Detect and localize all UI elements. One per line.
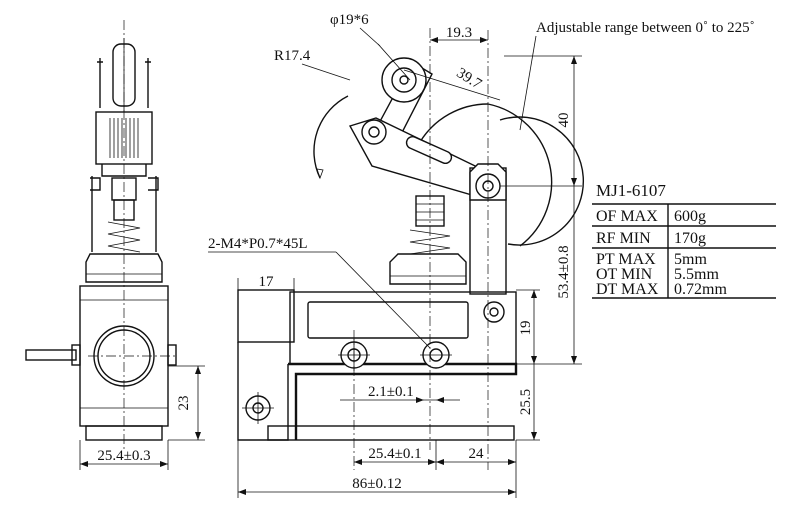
dim-pitch-25-4: 25.4±0.1	[368, 446, 421, 462]
spec-value-ot: 5.5mm	[674, 266, 719, 283]
dim-height-53-4: 53.4±0.8	[556, 245, 572, 298]
dim-roller-dia: φ19*6	[330, 12, 369, 28]
dim-height-40: 40	[556, 113, 572, 128]
adjust-note: Adjustable range between 0˚ to 225˚	[536, 20, 755, 36]
spec-table: MJ1-6107 OF MAX 600g RF MIN 170g PT MAX …	[592, 181, 776, 299]
spec-value-dt: 0.72mm	[674, 281, 727, 298]
dim-width-17: 17	[259, 274, 275, 290]
dim-radius: R17.4	[274, 48, 311, 64]
base-plate	[288, 362, 518, 440]
dim-height-23: 23	[176, 396, 192, 411]
dim-width-25-4-side: 25.4±0.3	[97, 448, 150, 464]
pivot-hole	[483, 301, 505, 323]
dim-arm-length: 39.7	[454, 65, 485, 93]
plunger-cap	[389, 253, 467, 285]
dim-offset-19-3: 19.3	[446, 25, 472, 41]
dim-height-25-5: 25.5	[518, 389, 534, 415]
spec-label-ot: OT MIN	[596, 266, 653, 283]
front-view: φ19*6 R17.4 19.3 Adjustable range betwee…	[208, 12, 755, 498]
dim-width-24: 24	[469, 446, 485, 462]
spec-value-rf: 170g	[674, 230, 706, 247]
dim-screw: 2-M4*P0.7*45L	[208, 236, 308, 252]
spec-label-pt: PT MAX	[596, 251, 656, 268]
adjust-slot	[405, 135, 453, 165]
spec-value-pt: 5mm	[674, 251, 707, 268]
model-number: MJ1-6107	[596, 181, 666, 200]
spec-label-of: OF MAX	[596, 208, 658, 225]
sweep-arc	[419, 103, 489, 143]
roller	[381, 57, 427, 103]
spec-label-rf: RF MIN	[596, 230, 651, 247]
dim-hole-2-1: 2.1±0.1	[368, 384, 414, 400]
spec-label-dt: DT MAX	[596, 281, 659, 298]
switch-body	[289, 291, 517, 365]
side-view: 25.4±0.3 23	[25, 20, 205, 470]
dim-height-19: 19	[518, 321, 534, 336]
spec-value-of: 600g	[674, 208, 706, 225]
dim-length-86: 86±0.12	[352, 476, 401, 492]
